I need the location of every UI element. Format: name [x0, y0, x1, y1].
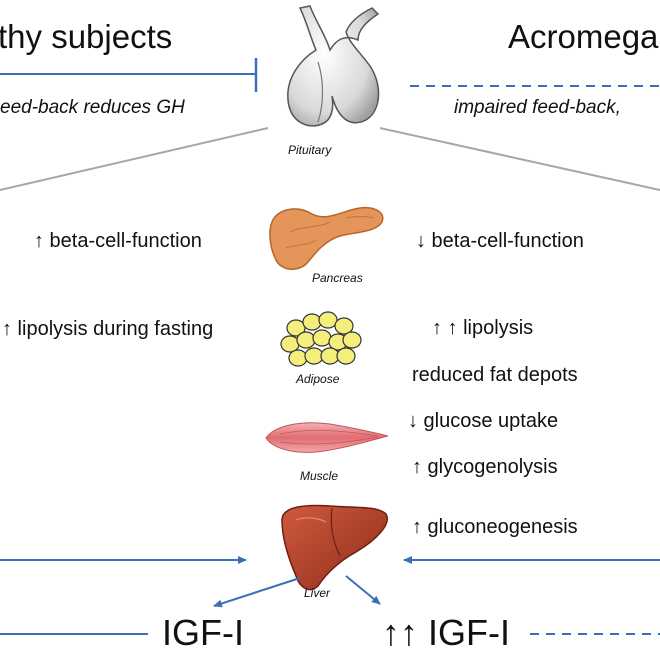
label-pancreas: Pancreas	[312, 271, 363, 285]
heading-acromegaly: Acromega	[508, 18, 659, 55]
igf-right: ↑↑ IGF-I	[382, 612, 510, 653]
divider-line-right	[379, 127, 660, 191]
adipose-cell	[334, 317, 354, 335]
pancreas-icon	[269, 206, 384, 270]
adipose-cell	[320, 347, 340, 365]
adipose-cell	[302, 313, 322, 331]
heading-healthy-subjects: thy subjects	[0, 18, 173, 55]
label-muscle: Muscle	[300, 469, 339, 483]
effect-left-lipolysis: ↑ lipolysis during fasting	[2, 318, 214, 340]
adipose-cell	[342, 331, 362, 349]
pituitary-icon	[287, 5, 380, 127]
adipose-cell	[336, 347, 356, 365]
effect-right-lipolysis: ↑ ↑ lipolysis	[432, 317, 534, 339]
effect-right-gluconeogenesis: ↑ gluconeogenesis	[412, 516, 578, 538]
label-liver: Liver	[304, 586, 331, 600]
effect-right-glycogenolysis: ↑ glycogenolysis	[412, 456, 558, 478]
label-adipose: Adipose	[296, 372, 340, 386]
effect-right-glucose-uptake: ↓ glucose uptake	[408, 410, 559, 432]
adipose-cell	[288, 349, 308, 367]
arrow-liver-to-igf-left	[213, 577, 301, 608]
adipose-icon	[280, 311, 362, 367]
igf-left: IGF-I	[162, 612, 244, 653]
liver-icon	[281, 504, 388, 591]
adipose-cell	[304, 347, 324, 365]
feedback-caption-left: eed-back reduces GH	[0, 97, 185, 118]
divider-line-left	[0, 127, 269, 191]
adipose-cell	[312, 329, 332, 347]
adipose-cell	[296, 331, 316, 349]
feedback-caption-right: impaired feed-back,	[454, 97, 621, 118]
arrow-liver-to-igf-right	[345, 575, 381, 605]
effect-left-beta-cell: ↑ beta-cell-function	[34, 230, 202, 252]
adipose-cell	[286, 319, 306, 337]
adipose-cell	[318, 311, 338, 329]
effect-right-beta-cell: ↓ beta-cell-function	[416, 230, 584, 252]
muscle-icon	[265, 422, 389, 453]
effect-right-fat-depots: reduced fat depots	[412, 364, 578, 386]
label-pituitary: Pituitary	[288, 143, 332, 157]
